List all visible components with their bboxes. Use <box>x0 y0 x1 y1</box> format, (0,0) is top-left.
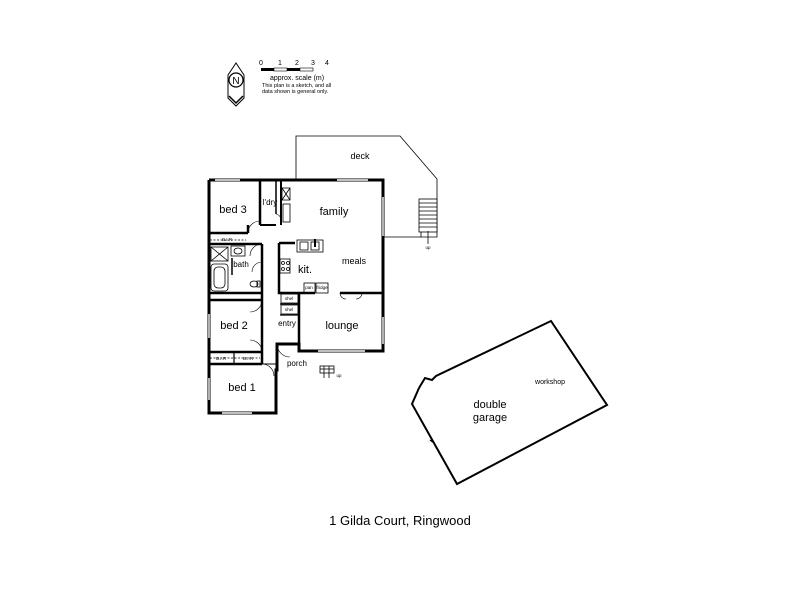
workshop-label: workshop <box>534 379 565 386</box>
scale-tick-0: 0 <box>259 60 263 67</box>
meals-label: meals <box>342 256 367 266</box>
scale-tick-4: 4 <box>325 60 329 67</box>
bir-bottom-label: B.I.R <box>216 356 227 361</box>
porch-label: porch <box>287 359 307 368</box>
porch-steps <box>319 365 335 378</box>
garage-label-2: garage <box>473 412 507 424</box>
room-labels: deck family bed 3 l'dry B.I.R bath kit. … <box>216 151 565 424</box>
deck-outline <box>295 135 438 244</box>
garage-outline <box>410 319 609 486</box>
bed2-label: bed 2 <box>220 320 248 332</box>
kitchen-label: kit. <box>298 264 312 276</box>
laundry-label: l'dry <box>263 198 277 207</box>
compass-letter: N <box>232 76 239 87</box>
property-address: 1 Gilda Court, Ringwood <box>329 513 471 528</box>
shelf2-label: shel <box>285 307 293 312</box>
bed3-label: bed 3 <box>219 204 247 216</box>
north-arrow-icon: N <box>227 62 245 107</box>
fridge-label: fridge <box>316 285 328 290</box>
deck-label: deck <box>350 151 370 161</box>
door-swings <box>247 213 363 377</box>
windows <box>208 179 384 414</box>
scale-tick-3: 3 <box>311 60 315 67</box>
scale-label: approx. scale (m) <box>270 75 324 82</box>
porch-stairs-up-label: up <box>336 373 342 378</box>
pantry-label: pan <box>305 285 313 290</box>
bath-label: bath <box>233 260 249 269</box>
scale-tick-2: 2 <box>295 60 299 67</box>
garage-label-1: double <box>473 399 506 411</box>
lounge-label: lounge <box>325 320 358 332</box>
scale-bar: 0 1 2 3 4 approx. scale (m) This plan is… <box>259 60 331 95</box>
scale-tick-1: 1 <box>278 60 282 67</box>
scale-note-1: This plan is a sketch, and all <box>262 83 331 89</box>
family-label: family <box>320 206 349 218</box>
fixtures <box>210 187 329 359</box>
bir-top-label: B.I.R <box>222 237 233 242</box>
deck-stairs-up-label: up <box>425 245 431 250</box>
bir-bottom2-label: B.I.R <box>243 356 254 361</box>
scale-note-2: data shown is general only. <box>262 89 329 95</box>
bed1-label: bed 1 <box>228 382 256 394</box>
entry-label: entry <box>278 319 296 328</box>
shelf1-label: shel <box>285 296 293 301</box>
